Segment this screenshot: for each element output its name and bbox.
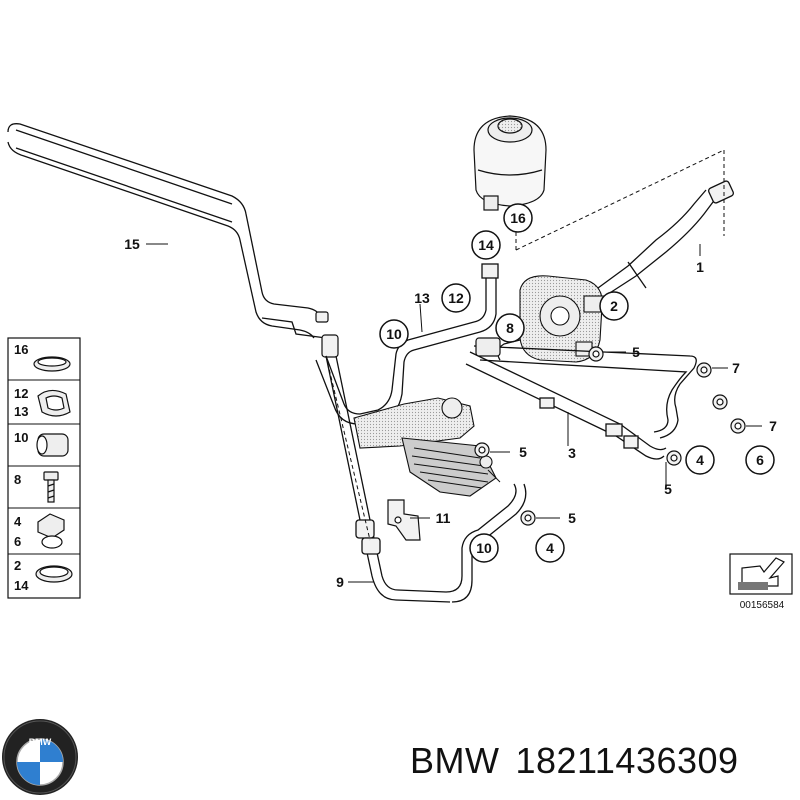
banjo-bolt-icon (37, 513, 65, 549)
legend-label-10: 10 (14, 430, 28, 445)
callout-6: 6 (756, 452, 764, 468)
legend-label-12: 12 (14, 386, 28, 401)
washers (474, 346, 746, 526)
connector-8 (475, 337, 501, 357)
callout-12: 12 (448, 290, 464, 306)
callout-8: 8 (506, 320, 514, 336)
callout-14: 14 (478, 237, 494, 253)
callout-3: 3 (568, 445, 576, 461)
cooler-pipe-15 (7, 123, 327, 339)
callout-4a: 4 (696, 452, 704, 468)
drawing-code: 00156584 (740, 600, 785, 611)
callout-7b: 7 (769, 418, 777, 434)
legend-label-8: 8 (14, 472, 21, 487)
part-caption: BMW 18211436309 (410, 740, 739, 782)
bracket-11 (387, 499, 421, 541)
dashed-guide (515, 149, 725, 251)
callout-7a: 7 (732, 360, 740, 376)
legend-label-16: 16 (14, 342, 28, 357)
callout-9: 9 (336, 574, 344, 590)
orientation-symbol (729, 553, 793, 595)
line-connector (315, 311, 339, 358)
feed-line-9 (325, 355, 527, 603)
screw-icon (43, 471, 59, 503)
legend-label-4: 4 (14, 514, 22, 529)
callout-5c: 5 (568, 510, 576, 526)
callout-4b: 4 (546, 540, 554, 556)
bmw-logo: BMW (2, 719, 78, 795)
rubber-sleeve-icon (36, 433, 69, 457)
callout-circles (379, 203, 775, 563)
legend-label-13: 13 (14, 404, 28, 419)
callout-5b: 5 (519, 444, 527, 460)
callout-5a: 5 (632, 344, 640, 360)
callout-5d: 5 (664, 481, 672, 497)
steering-rack (353, 397, 497, 497)
hose-clamp-icon (33, 356, 71, 372)
caption-brand: BMW (410, 740, 500, 781)
callout-10a: 10 (386, 326, 402, 342)
callout-11: 11 (436, 510, 451, 526)
hose-clip-icon (37, 389, 71, 417)
legend-label-14: 14 (14, 578, 29, 593)
legend-label-2: 2 (14, 558, 21, 573)
callout-13: 13 (414, 290, 430, 306)
callout-labels: 1 2 3 4 4 5 5 5 5 6 7 7 8 9 10 10 11 12 … (124, 210, 777, 590)
hose-clamp-ring-icon (35, 565, 73, 583)
suction-hose-1 (597, 180, 735, 299)
callout-2: 2 (610, 298, 618, 314)
parts-legend: 16 12 13 10 8 4 6 2 14 (7, 337, 81, 599)
pressure-line-3 (465, 339, 697, 460)
callout-1: 1 (696, 259, 704, 275)
callout-16: 16 (510, 210, 526, 226)
return-line-13 (315, 263, 499, 425)
legend-label-6: 6 (14, 534, 21, 549)
leader-lines (146, 243, 762, 583)
svg-text:BMW: BMW (29, 737, 52, 747)
fluid-reservoir (473, 115, 547, 211)
callout-15: 15 (124, 236, 140, 252)
power-steering-pump (519, 275, 605, 363)
callout-10b: 10 (476, 540, 492, 556)
alignment-dash (325, 355, 371, 541)
caption-part-number: 18211436309 (515, 740, 739, 781)
